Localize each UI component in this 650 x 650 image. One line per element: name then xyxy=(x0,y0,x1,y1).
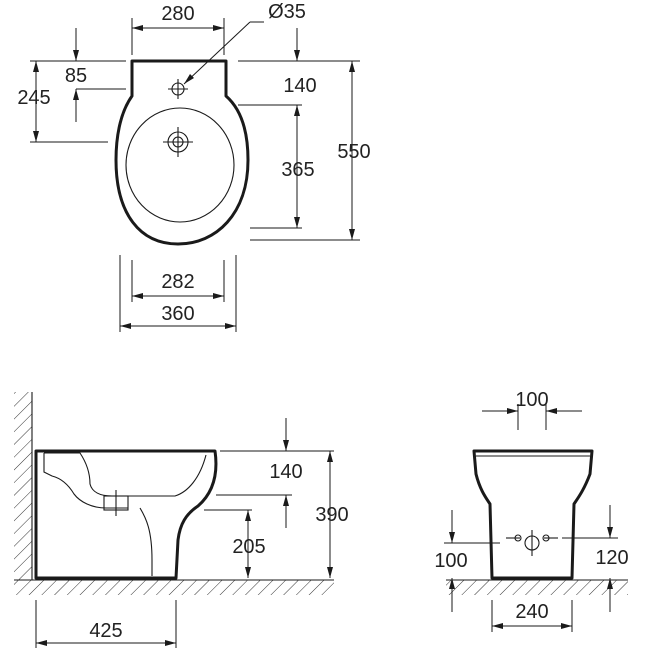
side-view-outline xyxy=(34,449,218,580)
dim-240: 240 xyxy=(515,601,548,623)
dim-100-left: 100 xyxy=(434,550,467,572)
dim-425: 425 xyxy=(89,620,122,642)
bowl-ellipse xyxy=(125,107,235,223)
dim-140-side: 140 xyxy=(269,461,302,483)
dim-85: 85 xyxy=(65,65,87,87)
dim-282: 282 xyxy=(161,271,194,293)
dim-390: 390 xyxy=(315,504,348,526)
dim-365: 365 xyxy=(281,159,314,181)
dim-100-top: 100 xyxy=(515,389,548,411)
wall-hatch xyxy=(14,392,32,580)
top-view: 280 Ø35 85 245 140 365 550 xyxy=(17,1,371,332)
side-view: 140 390 205 425 xyxy=(14,392,349,648)
dim-120-right: 120 xyxy=(595,547,628,569)
front-floor-hatch xyxy=(446,580,628,595)
front-view: 100 100 120 240 xyxy=(434,389,629,632)
dim-245: 245 xyxy=(17,87,50,109)
dim-360: 360 xyxy=(161,303,194,325)
side-view-bowl xyxy=(44,452,207,497)
dim-205: 205 xyxy=(232,536,265,558)
top-view-outline xyxy=(114,59,250,246)
dim-280: 280 xyxy=(161,3,194,25)
dim-550: 550 xyxy=(337,141,370,163)
dim-hole-diameter: Ø35 xyxy=(268,1,306,23)
dim-140-top: 140 xyxy=(283,75,316,97)
front-view-outline xyxy=(472,449,594,580)
floor-hatch xyxy=(14,580,334,595)
